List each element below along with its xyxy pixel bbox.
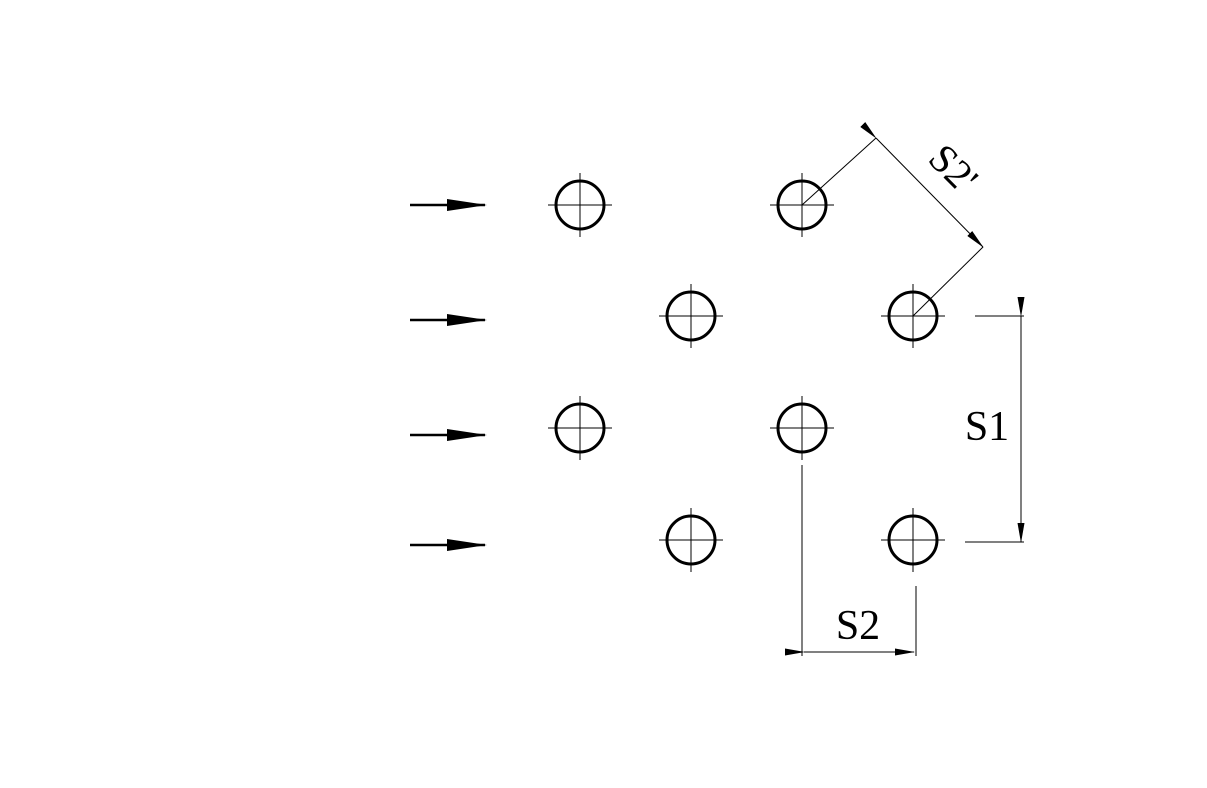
diagonal-pitch-label: S2' [920,135,987,202]
longitudinal-pitch-dimension: S2 [785,465,917,656]
tube [548,396,612,460]
transverse-pitch-label: S1 [965,404,1009,450]
tube [881,508,945,572]
tube [659,284,723,348]
flow-arrows [410,199,487,551]
diagonal-pitch-dimension: S2' [801,121,987,317]
tube [659,508,723,572]
longitudinal-pitch-label: S2 [836,603,880,649]
tube [548,173,612,237]
tube [770,396,834,460]
transverse-pitch-dimension: S1 [965,297,1025,543]
tube-bank [548,173,945,572]
